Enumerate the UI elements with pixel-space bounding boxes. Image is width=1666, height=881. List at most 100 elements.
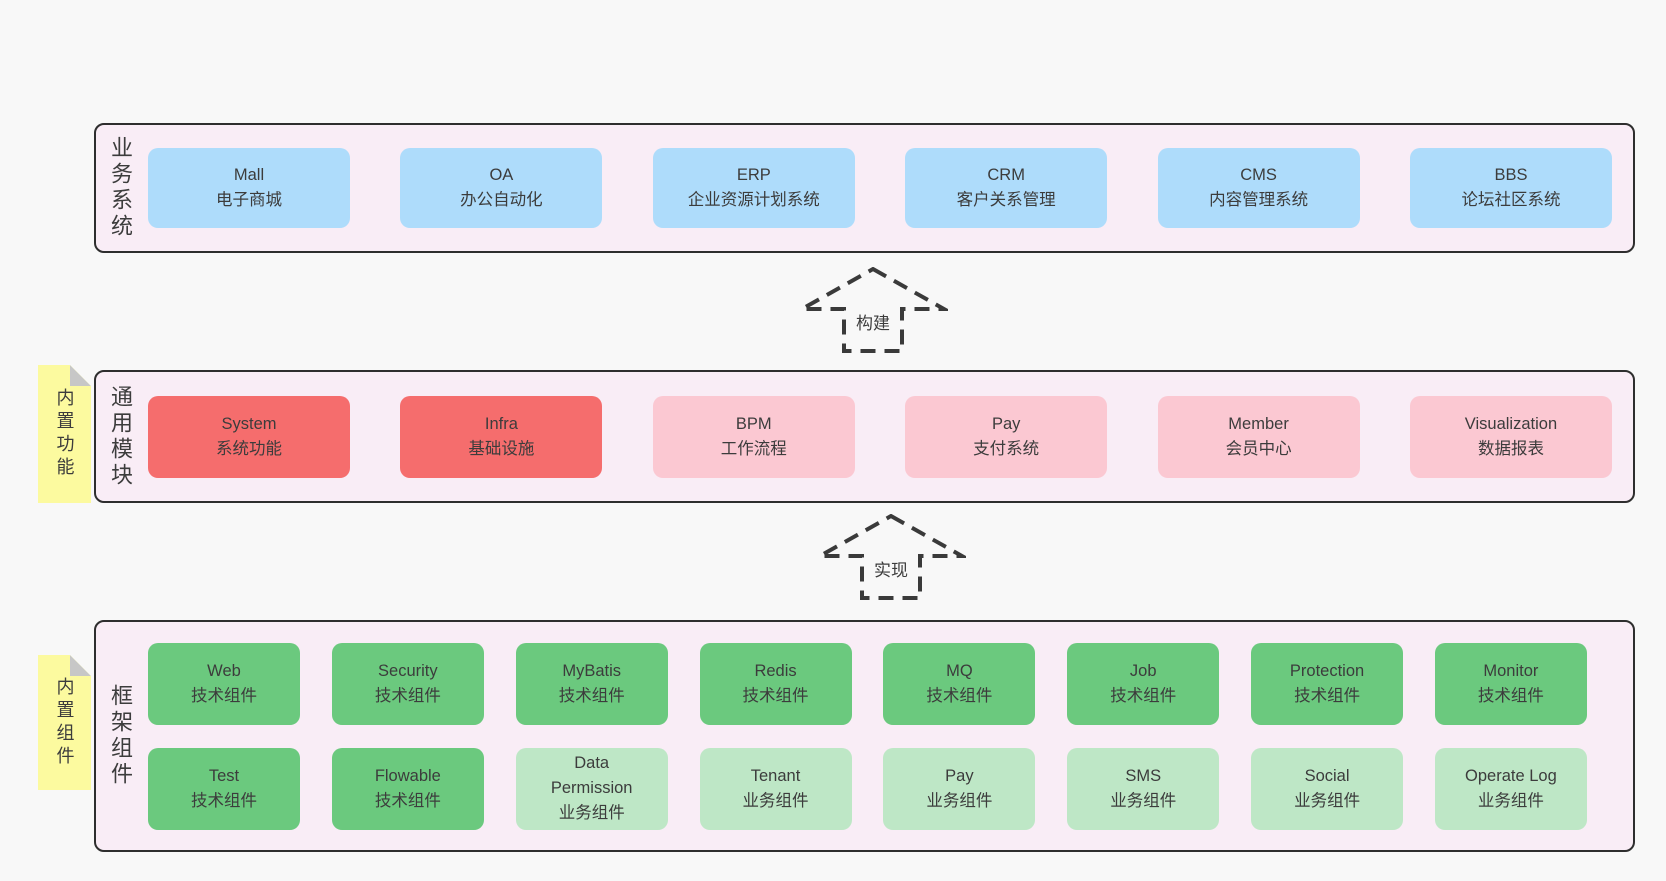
- box-desc: 技术组件: [742, 686, 809, 705]
- arrow-implement-label: 实现: [871, 556, 911, 581]
- box-desc: 业务组件: [1477, 791, 1544, 810]
- box-system: System 系统功能: [148, 395, 350, 478]
- box-flowable: Flowable 技术组件: [331, 747, 484, 830]
- box-mall: Mall 电子商城: [148, 148, 350, 228]
- box-tenant: Tenant 业务组件: [699, 747, 852, 830]
- up-arrow-dashed-icon: [816, 514, 966, 600]
- box-mybatis: MyBatis 技术组件: [515, 642, 668, 725]
- box-name: System: [221, 414, 277, 433]
- box-cms: CMS 内容管理系统: [1157, 148, 1360, 228]
- box-name: Tenant: [750, 766, 801, 785]
- layer-business-systems: 业务系统 Mall 电子商城 OA 办公自动化 ERP 企业资源计划系统 CRM…: [94, 123, 1635, 253]
- box-crm: CRM 客户关系管理: [905, 148, 1108, 228]
- layer-framework-components: 框架组件 Web 技术组件 Security 技术组件 MyBatis 技术组件…: [94, 620, 1635, 852]
- box-desc: 客户关系管理: [956, 191, 1056, 209]
- box-test: Test 技术组件: [148, 747, 300, 830]
- box-name: Web: [207, 661, 241, 680]
- box-protection: Protection 技术组件: [1251, 642, 1404, 725]
- box-name: Test: [208, 766, 240, 785]
- box-name: Protection: [1289, 661, 1365, 680]
- box-name: Data Permission: [550, 754, 633, 798]
- box-name: Infra: [484, 414, 518, 433]
- box-desc: 系统功能: [216, 439, 282, 458]
- folded-corner-icon: [70, 365, 91, 386]
- box-desc: 办公自动化: [460, 191, 543, 209]
- tag-built-in-components: 内置组件: [38, 655, 91, 790]
- box-desc: 技术组件: [1477, 686, 1544, 705]
- box-desc: 技术组件: [558, 686, 625, 705]
- box-visualization: Visualization 数据报表: [1409, 395, 1612, 478]
- tag-built-in-features-label: 内置功能: [54, 388, 75, 480]
- folded-corner-icon: [70, 655, 91, 676]
- box-monitor: Monitor 技术组件: [1434, 642, 1587, 725]
- box-name: BPM: [735, 414, 772, 433]
- box-desc: 业务组件: [742, 791, 809, 810]
- box-desc: 支付系统: [973, 439, 1040, 458]
- box-desc: 业务组件: [558, 803, 625, 822]
- tag-built-in-components-label: 内置组件: [54, 676, 75, 769]
- box-name: Pay: [991, 414, 1021, 433]
- box-desc: 企业资源计划系统: [687, 191, 820, 209]
- box-desc: 电子商城: [216, 191, 282, 209]
- arrow-build: 构建: [798, 267, 948, 353]
- box-name: Operate Log: [1465, 766, 1557, 785]
- framework-components-rows: Web 技术组件 Security 技术组件 MyBatis 技术组件 Redi…: [148, 642, 1587, 830]
- box-name: Social: [1304, 766, 1350, 785]
- box-bpm: BPM 工作流程: [652, 395, 855, 478]
- box-name: Security: [378, 661, 438, 680]
- box-pay-module: Pay 支付系统: [905, 395, 1108, 478]
- box-desc: 技术组件: [1294, 686, 1361, 705]
- box-name: Mall: [233, 166, 265, 185]
- box-name: Visualization: [1464, 414, 1558, 433]
- box-name: MyBatis: [562, 661, 622, 680]
- box-social: Social 业务组件: [1251, 747, 1404, 830]
- arrow-build-label: 构建: [853, 309, 893, 334]
- box-name: Monitor: [1483, 661, 1539, 680]
- box-web: Web 技术组件: [148, 642, 300, 725]
- box-name: BBS: [1494, 166, 1528, 185]
- box-infra: Infra 基础设施: [400, 395, 603, 478]
- tag-built-in-features: 内置功能: [38, 365, 91, 503]
- box-desc: 数据报表: [1477, 439, 1544, 458]
- box-name: Job: [1129, 661, 1157, 680]
- box-name: Redis: [754, 661, 797, 680]
- box-name: MQ: [946, 661, 973, 680]
- box-desc: 技术组件: [926, 686, 993, 705]
- box-desc: 会员中心: [1225, 439, 1292, 458]
- box-desc: 内容管理系统: [1209, 191, 1309, 209]
- box-desc: 业务组件: [926, 791, 993, 810]
- layer-business-systems-label: 业务系统: [108, 136, 133, 240]
- box-name: CRM: [987, 166, 1025, 185]
- box-job: Job 技术组件: [1067, 642, 1220, 725]
- box-pay-component: Pay 业务组件: [883, 747, 1036, 830]
- layer-common-modules-label: 通用模块: [108, 384, 133, 489]
- box-desc: 论坛社区系统: [1461, 191, 1561, 209]
- box-name: OA: [489, 166, 514, 185]
- box-name: CMS: [1240, 166, 1277, 185]
- box-oa: OA 办公自动化: [400, 148, 603, 228]
- box-operate-log: Operate Log 业务组件: [1434, 747, 1587, 830]
- layer-common-modules: 通用模块 System 系统功能 Infra 基础设施 BPM 工作流程 Pay…: [94, 370, 1635, 503]
- business-systems-boxes: Mall 电子商城 OA 办公自动化 ERP 企业资源计划系统 CRM 客户关系…: [148, 148, 1612, 228]
- box-bbs: BBS 论坛社区系统: [1409, 148, 1612, 228]
- common-modules-boxes: System 系统功能 Infra 基础设施 BPM 工作流程 Pay 支付系统…: [148, 395, 1612, 478]
- box-mq: MQ 技术组件: [883, 642, 1036, 725]
- box-desc: 技术组件: [191, 791, 257, 810]
- box-desc: 基础设施: [468, 439, 535, 458]
- box-name: SMS: [1125, 766, 1162, 785]
- arrow-implement: 实现: [816, 514, 966, 600]
- framework-components-row-2: Test 技术组件 Flowable 技术组件 Data Permission …: [148, 747, 1587, 830]
- box-desc: 技术组件: [1110, 686, 1177, 705]
- box-name: ERP: [736, 166, 771, 185]
- box-desc: 技术组件: [374, 791, 441, 810]
- box-sms: SMS 业务组件: [1067, 747, 1220, 830]
- box-desc: 业务组件: [1110, 791, 1177, 810]
- box-member: Member 会员中心: [1157, 395, 1360, 478]
- box-desc: 业务组件: [1294, 791, 1361, 810]
- box-name: Member: [1228, 414, 1289, 433]
- box-erp: ERP 企业资源计划系统: [652, 148, 855, 228]
- box-redis: Redis 技术组件: [699, 642, 852, 725]
- up-arrow-dashed-icon: [798, 267, 948, 353]
- box-security: Security 技术组件: [331, 642, 484, 725]
